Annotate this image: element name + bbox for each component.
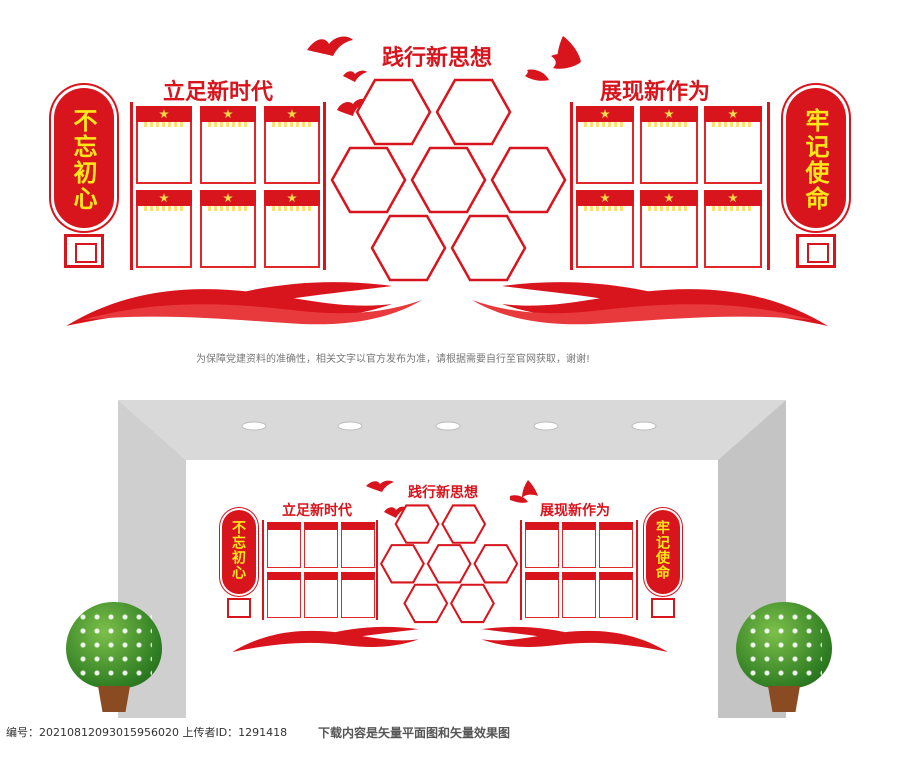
mini-left-lantern: 不忘初心 xyxy=(222,510,256,620)
mini-right-title: 展现新作为 xyxy=(540,503,610,519)
photo-frame xyxy=(200,190,256,268)
disclaimer-text: 为保障党建资料的准确性，相关文字以官方发布为准，请根据需要自行至官网获取，谢谢! xyxy=(196,354,591,365)
right-lantern: 牢记使命 xyxy=(786,88,846,268)
mini-left-board xyxy=(262,520,378,620)
photo-frame xyxy=(200,106,256,184)
photo-frame xyxy=(640,190,698,268)
left-title: 立足新时代 xyxy=(163,80,274,105)
top-design: 践行新思想 立足新时代 展现新作为 不忘初心 牢记使命 xyxy=(54,36,846,365)
photo-frame xyxy=(704,190,762,268)
left-lantern-text: 不忘初心 xyxy=(69,108,97,212)
lattice-ornament xyxy=(64,234,104,268)
photo-frame xyxy=(264,190,320,268)
plant-right xyxy=(736,602,832,712)
footer-id-text: 编号：20210812093015956020 上传者ID：1291418 xyxy=(6,726,288,739)
mini-center-title: 践行新思想 xyxy=(408,485,478,501)
mini-right-lantern: 牢记使命 xyxy=(646,510,680,620)
mini-ribbon xyxy=(232,626,668,652)
photo-frame xyxy=(576,190,634,268)
room-scene: 践行新思想 立足新时代 展现新作为 不忘初心 牢记使命 xyxy=(0,380,900,757)
mini-right-board xyxy=(520,520,638,620)
left-lantern: 不忘初心 xyxy=(54,88,114,268)
ribbon-decoration xyxy=(66,282,828,326)
right-lantern-text: 牢记使命 xyxy=(801,108,829,212)
room-frame xyxy=(118,400,786,718)
lattice-ornament xyxy=(796,234,836,268)
photo-frame xyxy=(136,190,192,268)
left-board xyxy=(130,102,326,270)
right-title: 展现新作为 xyxy=(600,80,711,105)
mini-right-lantern-text: 牢记使命 xyxy=(654,520,670,580)
mini-left-title: 立足新时代 xyxy=(282,503,352,519)
mini-doves xyxy=(366,480,538,518)
mini-left-lantern-text: 不忘初心 xyxy=(230,520,246,580)
photo-frame xyxy=(576,106,634,184)
right-board xyxy=(570,102,770,270)
footer-caption: 下载内容是矢量平面图和矢量效果图 xyxy=(318,726,511,740)
photo-frame xyxy=(264,106,320,184)
photo-frame xyxy=(136,106,192,184)
hexagon-cluster xyxy=(330,78,567,282)
footer-id-bar: 编号：20210812093015956020 上传者ID：1291418 xyxy=(0,722,322,740)
photo-frame xyxy=(640,106,698,184)
center-title: 践行新思想 xyxy=(382,46,493,71)
plant-left xyxy=(66,602,162,712)
photo-frame xyxy=(704,106,762,184)
mini-hexagon-cluster xyxy=(380,504,519,624)
